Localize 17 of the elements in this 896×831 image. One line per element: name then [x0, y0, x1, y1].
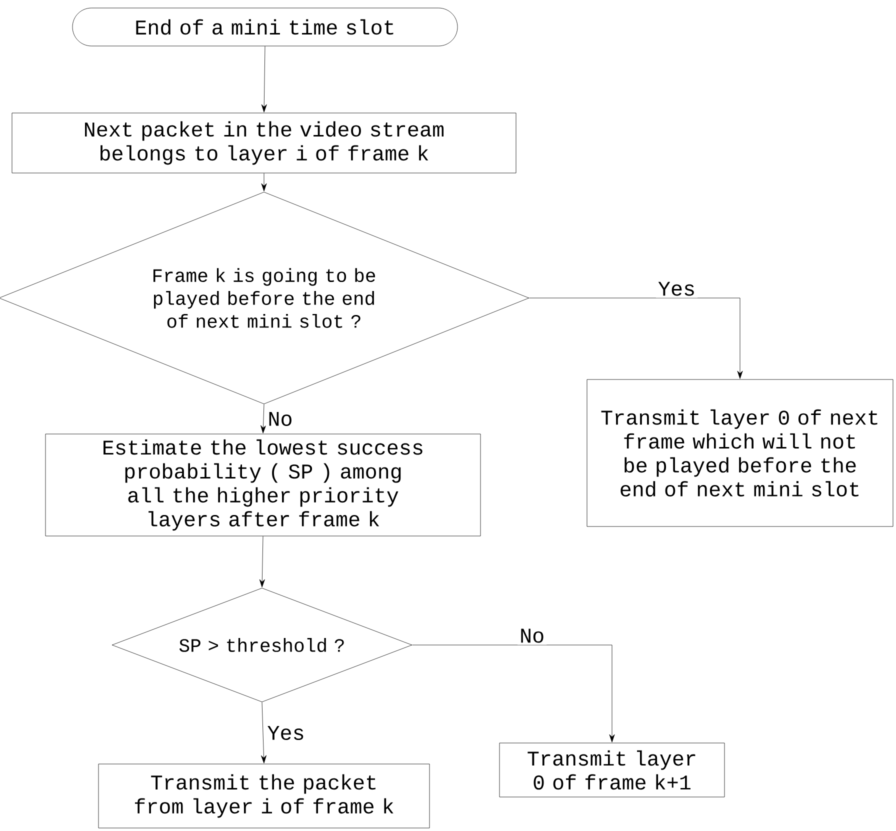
process-box: Estimate the lowest success probability ( SP ) among all the higher priority layers after frame k: [45, 434, 481, 536]
edge-label: No: [269, 412, 292, 426]
arrow: [260, 702, 266, 764]
arrow: [260, 404, 266, 434]
edge-label: Yes: [658, 282, 694, 296]
process-box: Next packet in the video stream belongs to layer i of frame k: [12, 112, 516, 174]
edge-label: No: [521, 628, 544, 643]
process-box: Transmit layer 0 of next frame which will not be played before the end of next mini slot: [586, 379, 894, 527]
arrow: [261, 46, 267, 112]
arrow: [261, 173, 267, 192]
edge-label: Yes: [268, 726, 304, 740]
process-box: Transmit layer 0 of frame k+1: [499, 742, 725, 798]
terminal-box: End of a mini time slot: [72, 8, 458, 46]
arrow: [529, 298, 743, 379]
arrow: [259, 536, 265, 588]
process-box: Transmit the packet from layer i of frame k: [98, 764, 430, 828]
arrow: [412, 644, 615, 742]
